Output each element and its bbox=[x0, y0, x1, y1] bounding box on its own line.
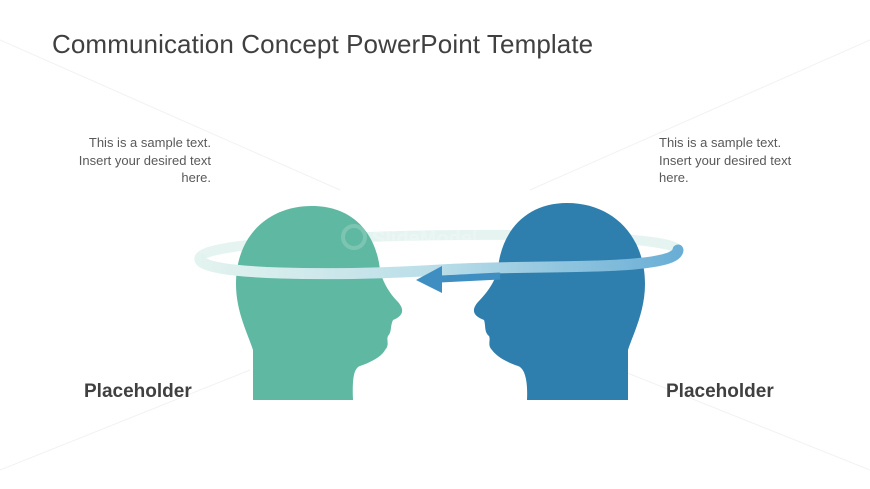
watermark: SlideModel bbox=[341, 224, 478, 250]
slide-title: Communication Concept PowerPoint Templat… bbox=[52, 29, 594, 59]
arrow-shaft bbox=[439, 272, 501, 283]
ring-back bbox=[195, 229, 683, 263]
left-placeholder-label: Placeholder bbox=[84, 381, 192, 402]
right-sample-text: This is a sample text. Insert your desir… bbox=[659, 135, 792, 185]
background-lines bbox=[0, 39, 870, 471]
left-sample-text: This is a sample text. Insert your desir… bbox=[78, 135, 211, 185]
right-head-icon bbox=[473, 203, 645, 400]
arrow-head-icon bbox=[416, 266, 442, 293]
right-placeholder-label: Placeholder bbox=[666, 381, 774, 402]
left-head-icon bbox=[236, 206, 403, 400]
svg-text:SlideModel: SlideModel bbox=[372, 228, 478, 250]
